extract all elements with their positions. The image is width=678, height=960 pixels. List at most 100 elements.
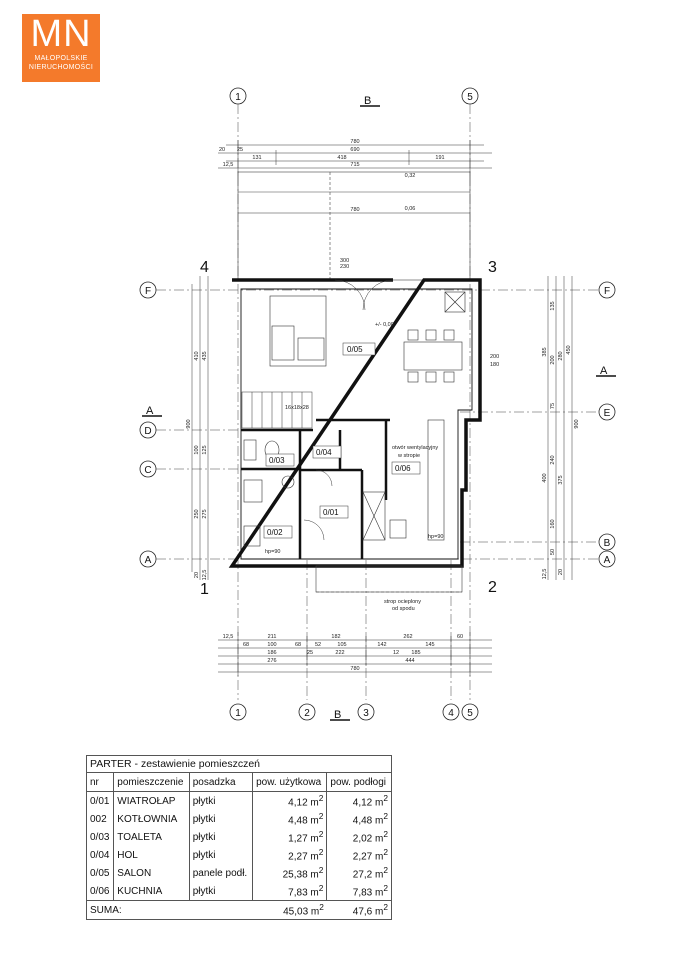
- plan-label: 690: [350, 147, 359, 153]
- plan-label: 52: [315, 642, 321, 648]
- plan-label: 0/02: [267, 528, 283, 537]
- plan-label: 125: [202, 445, 208, 454]
- logo-letters: MN: [30, 13, 92, 55]
- table-header: nr pomieszczenie posadzka pow. użytkowa …: [86, 772, 392, 792]
- axis-bubble-bottom-1: [229, 703, 247, 721]
- table-cell: 0/04: [86, 846, 115, 864]
- plan-label: 410: [194, 351, 200, 360]
- table-cell: 2,02 m2: [326, 828, 392, 846]
- plan-label: D: [144, 426, 151, 437]
- plan-label: A: [600, 365, 608, 377]
- plan-label: 276: [267, 658, 276, 664]
- plan-label: 50: [550, 549, 556, 555]
- plan-label: 60: [457, 634, 463, 640]
- table-cell: płytki: [189, 791, 254, 810]
- plan-label: A: [146, 405, 154, 417]
- plan-label: 900: [574, 419, 580, 428]
- axis-bubble-right-B: [598, 533, 616, 551]
- plan-label: 142: [377, 642, 386, 648]
- plan-label: 12,5: [202, 570, 208, 581]
- col-room: pomieszczenie: [113, 772, 190, 792]
- plan-label: 418: [337, 155, 346, 161]
- company-logo: MN MAŁOPOLSKIE NIERUCHOMOŚCI: [22, 14, 100, 82]
- col-nr: nr: [86, 772, 115, 792]
- plan-label: 25: [307, 650, 313, 656]
- table-cell: 27,2 m2: [326, 864, 392, 882]
- sum-usable: 45,03 m2: [252, 900, 327, 920]
- plan-label: 1: [200, 581, 209, 598]
- plan-label: A: [604, 555, 611, 566]
- table-cell: KUCHNIA: [113, 882, 190, 901]
- plan-label: 4: [448, 708, 454, 719]
- plan-label: B: [604, 538, 611, 549]
- plan-label: 5: [467, 708, 473, 719]
- table-cell: płytki: [189, 846, 254, 864]
- table-cell: 7,83 m2: [326, 882, 392, 901]
- plan-label: 275: [202, 509, 208, 518]
- axis-bubble-right-F: [598, 281, 616, 299]
- plan-label: 20: [219, 147, 225, 153]
- table-cell: HOL: [113, 846, 190, 864]
- col-floor: posadzka: [189, 772, 254, 792]
- plan-label: 20: [194, 572, 200, 578]
- plan-label: 160: [550, 519, 556, 528]
- table-cell: 4,12 m2: [326, 791, 392, 810]
- plan-label: 780: [350, 207, 359, 213]
- axis-bubble-bottom-3: [357, 703, 375, 721]
- col-floor-area: pow. podłogi: [326, 772, 392, 792]
- table-cell: płytki: [189, 882, 254, 901]
- plan-label: otwór wentylacyjny: [392, 445, 438, 451]
- plan-label: 20: [558, 569, 564, 575]
- floor-plan: 1 5 1 2 3 4 5 F D C A F E B A 4 3 1 2 B …: [139, 87, 616, 721]
- table-cell: 0/01: [86, 791, 115, 810]
- plan-label: 145: [425, 642, 434, 648]
- axis-bubble-right-E: [598, 403, 616, 421]
- plan-label: A: [145, 555, 152, 566]
- axis-bubble-bottom-5: [461, 703, 479, 721]
- plan-label: 444: [405, 658, 414, 664]
- plan-label: 191: [435, 155, 444, 161]
- plan-label: 75: [550, 403, 556, 409]
- table-cell: 7,83 m2: [252, 882, 328, 901]
- logo-line-2: NIERUCHOMOŚCI: [28, 64, 94, 71]
- plan-label: F: [604, 286, 610, 297]
- table-cell: płytki: [189, 810, 254, 828]
- room-schedule-table: PARTER - zestawienie pomieszczeń nr pomi…: [86, 755, 392, 920]
- plan-label: 180: [490, 362, 499, 368]
- plan-label: 240: [550, 455, 556, 464]
- plan-label: 900: [186, 419, 192, 428]
- plan-label: 16x18x28: [285, 405, 309, 411]
- table-cell: 4,48 m2: [326, 810, 392, 828]
- plan-label: 400: [542, 473, 548, 482]
- table-cell: TOALETA: [113, 828, 190, 846]
- plan-label: 250: [194, 509, 200, 518]
- plan-label: hp=90: [428, 534, 443, 540]
- plan-label: 100: [267, 642, 276, 648]
- table-cell: 4,12 m2: [252, 791, 328, 810]
- logo-line-1: MAŁOPOLSKIE: [34, 55, 88, 62]
- plan-label: E: [604, 408, 611, 419]
- plan-label: strop ocieplony: [384, 599, 421, 605]
- table-cell: KOTŁOWNIA: [113, 810, 190, 828]
- plan-label: 222: [335, 650, 344, 656]
- table-cell: 002: [86, 810, 115, 828]
- axis-label: 1: [235, 92, 241, 103]
- plan-label: 2: [304, 708, 310, 719]
- plan-label: 135: [550, 301, 556, 310]
- table-sum-row: SUMA: 45,03 m2 47,6 m2: [86, 900, 392, 920]
- table-cell: 2,27 m2: [252, 846, 328, 864]
- plan-label: 0,32: [405, 173, 416, 179]
- plan-label: C: [144, 465, 151, 476]
- plan-label: hp=90: [265, 549, 280, 555]
- table-cell: płytki: [189, 828, 254, 846]
- plan-label: 4: [200, 259, 209, 276]
- plan-label: 5: [467, 92, 473, 103]
- plan-label: +/- 0,00: [375, 322, 394, 328]
- plan-label: 200: [550, 355, 556, 364]
- plan-label: 780: [350, 666, 359, 672]
